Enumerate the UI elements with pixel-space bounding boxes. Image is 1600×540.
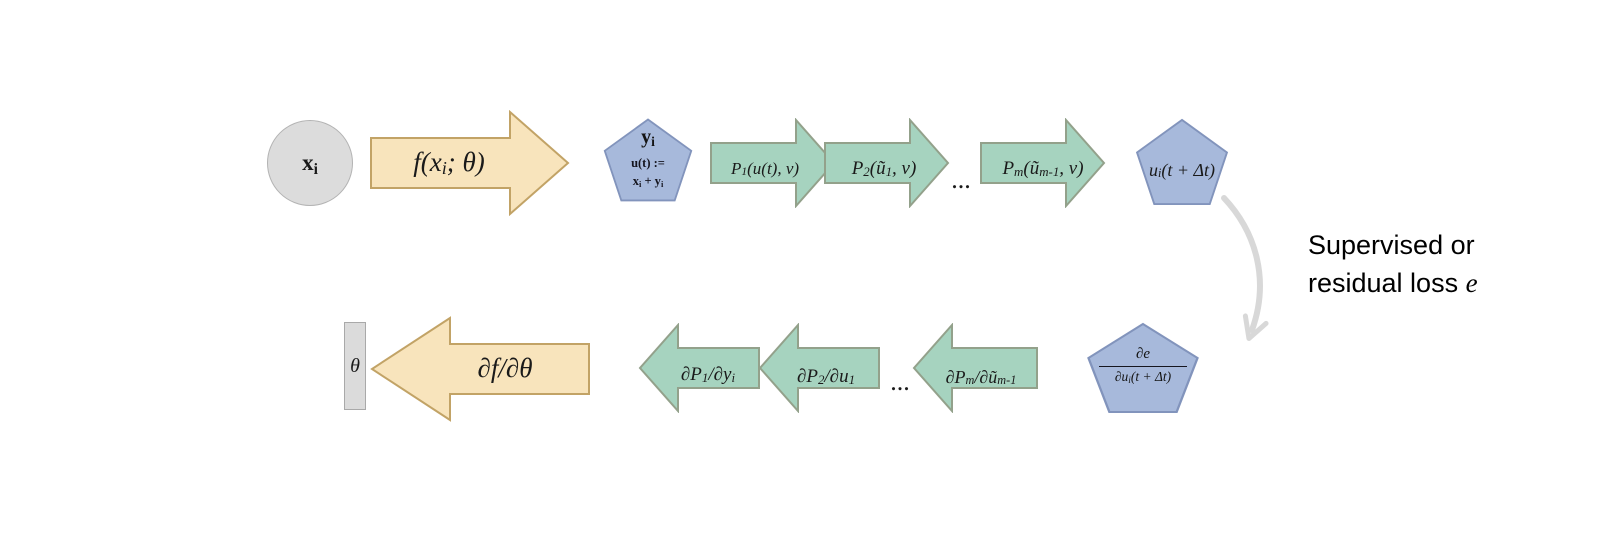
- loss-annotation: Supervised or residual loss e: [1308, 226, 1568, 302]
- gp1-grad-arrow: [638, 323, 760, 413]
- pm-solver-arrow-shape: [980, 118, 1106, 208]
- backward-ellipsis: ...: [890, 367, 910, 397]
- f-forward-arrow-shape: [370, 110, 570, 216]
- y-node-shape: [603, 118, 693, 202]
- input-node: xi: [267, 120, 353, 206]
- gpm-grad-arrow: [912, 323, 1038, 413]
- grad-node: [1087, 322, 1199, 413]
- input-label: xi: [302, 150, 318, 178]
- theta-node-label: θ: [350, 354, 360, 377]
- grad-node-denominator: ∂ui(t + Δt): [1114, 369, 1172, 386]
- y-node-def-line1: u(t) :=: [631, 156, 665, 170]
- theta-node: θ: [344, 322, 366, 410]
- grad-node-fraction: ∂e ∂ui(t + Δt): [1085, 322, 1201, 414]
- y-node: [603, 118, 693, 202]
- p2-solver-arrow: [824, 118, 950, 208]
- loss-annotation-line2-text: residual loss: [1308, 268, 1459, 298]
- gf-grad-arrow-label: ∂f/∂θ: [477, 353, 533, 384]
- p1-solver-arrow-shape: [710, 118, 836, 208]
- loss-curve-arrow: [1221, 195, 1269, 341]
- y-node-def-line2: xi + yi: [632, 174, 664, 190]
- output-node: [1135, 118, 1229, 206]
- output-node-shape: [1135, 118, 1229, 206]
- gpm-grad-arrow-shape: [912, 323, 1038, 413]
- loss-annotation-line1: Supervised or: [1308, 230, 1475, 260]
- loss-symbol-e: e: [1465, 268, 1478, 298]
- y-node-text: yi u(t) := xi + yi: [602, 117, 694, 203]
- p1-solver-arrow: [710, 118, 836, 208]
- f-forward-arrow: [370, 110, 570, 216]
- gp2-grad-arrow: [758, 323, 880, 413]
- forward-ellipsis: ...: [951, 165, 971, 195]
- gf-grad-arrow-shape: [370, 316, 590, 422]
- gp1-grad-arrow-shape: [638, 323, 760, 413]
- p2-solver-arrow-shape: [824, 118, 950, 208]
- grad-node-numerator: ∂e: [1135, 346, 1151, 362]
- grad-node-shape: [1087, 322, 1199, 413]
- gf-grad-arrow: [370, 316, 590, 422]
- loss-annotation-line2: residual loss e: [1308, 264, 1568, 302]
- loss-curve-arrow-path: [1221, 195, 1269, 341]
- fraction-bar: [1099, 366, 1187, 367]
- y-node-title: yi: [641, 126, 655, 150]
- pm-solver-arrow: [980, 118, 1106, 208]
- gp2-grad-arrow-shape: [758, 323, 880, 413]
